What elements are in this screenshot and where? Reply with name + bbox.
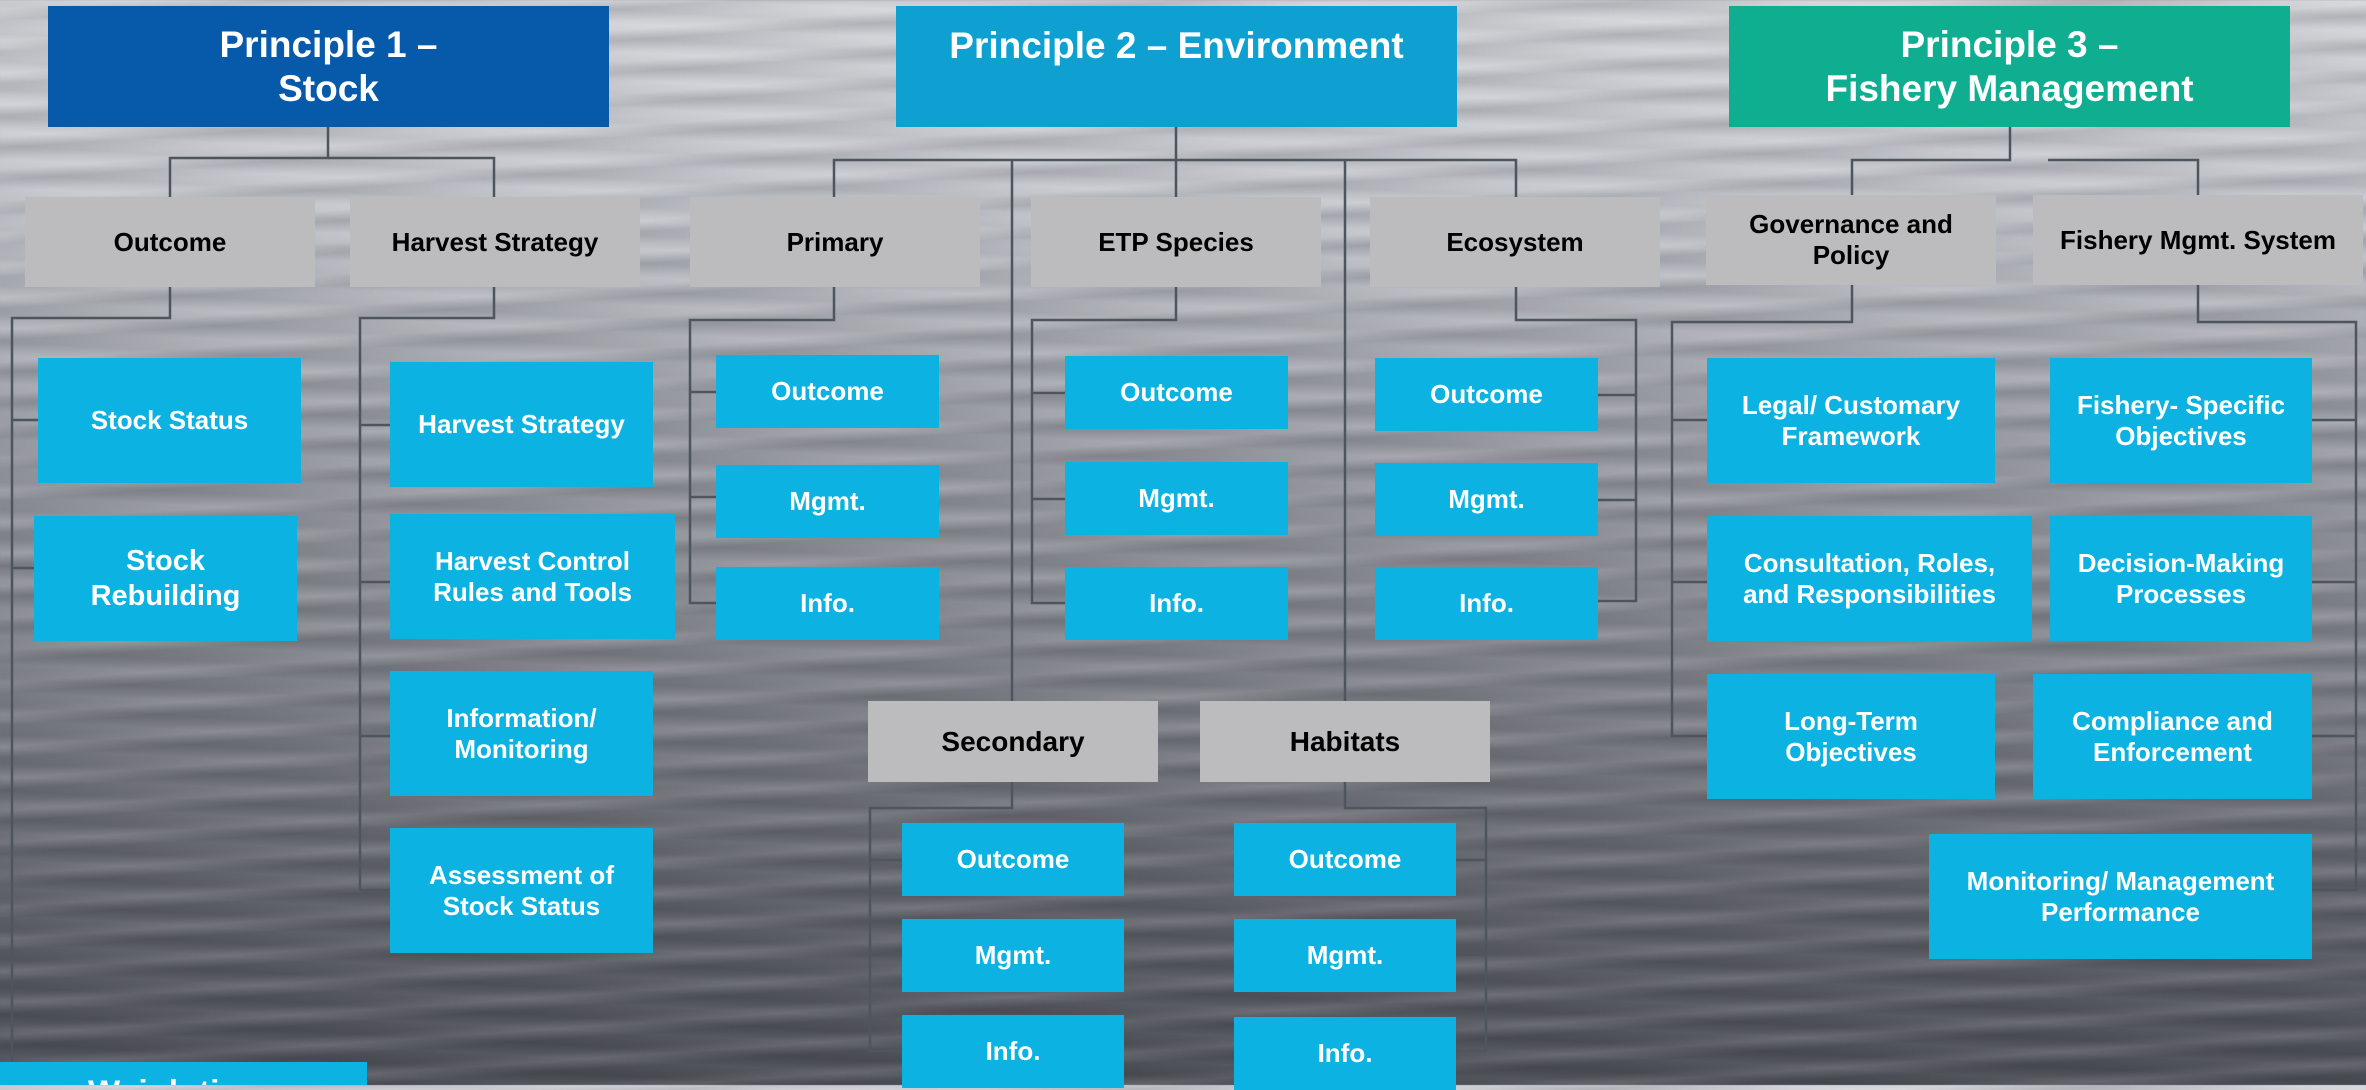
item-primary-mgmt: Mgmt. <box>716 465 939 538</box>
category-label: Harvest Strategy <box>391 226 599 257</box>
principle-1-title: Principle 1 – Stock <box>219 23 438 109</box>
footer-weighting-tab[interactable]: Weigh tin <box>0 1062 367 1085</box>
item-label: Outcome <box>1430 379 1543 410</box>
item-label: Mgmt. <box>789 486 866 517</box>
item-legal-customary-framework: Legal/ Customary Framework <box>1707 358 1995 483</box>
item-label: Harvest Control Rules and Tools <box>433 545 632 607</box>
item-label: Outcome <box>956 844 1070 875</box>
item-label: Assessment of Stock Status <box>429 859 614 921</box>
category-label: Habitats <box>1289 725 1401 757</box>
item-habitats-outcome: Outcome <box>1234 823 1456 896</box>
item-harvest-strategy: Harvest Strategy <box>390 362 653 487</box>
item-secondary-info: Info. <box>902 1015 1124 1088</box>
item-stock-rebuilding: Stock Rebuilding <box>34 516 297 641</box>
item-habitats-mgmt: Mgmt. <box>1234 919 1456 992</box>
item-etp-info: Info. <box>1065 567 1288 640</box>
category-label: Ecosystem <box>1446 226 1584 257</box>
category-outcome: Outcome <box>25 197 315 287</box>
category-label: Secondary <box>941 725 1085 757</box>
category-label: Outcome <box>113 226 227 257</box>
principle-1-header: Principle 1 – Stock <box>48 6 609 127</box>
item-ecosystem-mgmt: Mgmt. <box>1375 463 1598 536</box>
item-etp-mgmt: Mgmt. <box>1065 462 1288 535</box>
category-ecosystem: Ecosystem <box>1370 197 1660 287</box>
item-label: Mgmt. <box>1448 484 1525 515</box>
item-label: Information/ Monitoring <box>446 702 597 764</box>
item-compliance-enforcement: Compliance and Enforcement <box>2033 674 2312 799</box>
item-label: Consultation, Roles, and Responsibilitie… <box>1743 547 1996 609</box>
item-secondary-outcome: Outcome <box>902 823 1124 896</box>
footer-tab-label: Weigh tin <box>88 1076 240 1085</box>
item-information-monitoring: Information/ Monitoring <box>390 671 653 796</box>
item-label: Harvest Strategy <box>418 409 625 440</box>
principle-3-header: Principle 3 – Fishery Management <box>1729 6 2290 127</box>
item-ecosystem-info: Info. <box>1375 567 1598 640</box>
item-stock-status: Stock Status <box>38 358 301 483</box>
item-primary-info: Info. <box>716 567 939 640</box>
category-secondary: Secondary <box>868 701 1158 782</box>
category-governance-and-policy: Governance and Policy <box>1706 195 1996 285</box>
item-label: Outcome <box>1120 377 1233 408</box>
category-label: Primary <box>786 226 884 257</box>
item-label: Mgmt. <box>974 940 1052 971</box>
item-label: Mgmt. <box>1138 483 1215 514</box>
item-label: Outcome <box>771 376 884 407</box>
item-label: Stock Status <box>90 405 249 436</box>
item-label: Info. <box>1317 1038 1373 1069</box>
category-label: Fishery Mgmt. System <box>2060 224 2336 255</box>
item-label: Stock Rebuilding <box>90 545 241 612</box>
item-label: Info. <box>1459 588 1514 619</box>
category-etp-species: ETP Species <box>1031 197 1321 287</box>
item-monitoring-management-performance: Monitoring/ Management Performance <box>1929 834 2312 959</box>
category-habitats: Habitats <box>1200 701 1490 782</box>
item-label: Mgmt. <box>1306 940 1384 971</box>
category-harvest-strategy: Harvest Strategy <box>350 197 640 287</box>
item-consultation-roles: Consultation, Roles, and Responsibilitie… <box>1707 516 2032 641</box>
principle-2-header: Principle 2 – Environment <box>896 6 1457 127</box>
item-label: Monitoring/ Management Performance <box>1966 865 2275 927</box>
item-fishery-specific-objectives: Fishery- Specific Objectives <box>2050 358 2312 483</box>
item-label: Fishery- Specific Objectives <box>2076 389 2286 451</box>
item-long-term-objectives: Long-Term Objectives <box>1707 674 1995 799</box>
item-label: Info. <box>985 1036 1041 1067</box>
item-etp-outcome: Outcome <box>1065 356 1288 429</box>
item-primary-outcome: Outcome <box>716 355 939 428</box>
item-ecosystem-outcome: Outcome <box>1375 358 1598 431</box>
item-label: Info. <box>800 588 855 619</box>
category-primary: Primary <box>690 197 980 287</box>
item-label: Info. <box>1149 588 1204 619</box>
category-label: ETP Species <box>1098 226 1254 257</box>
item-assessment-of-stock-status: Assessment of Stock Status <box>390 828 653 953</box>
principle-2-title: Principle 2 – Environment <box>949 25 1404 66</box>
category-label: Governance and Policy <box>1749 209 1953 270</box>
item-harvest-control-rules: Harvest Control Rules and Tools <box>390 514 675 639</box>
item-decision-making-processes: Decision-Making Processes <box>2050 516 2312 641</box>
category-fishery-mgmt-system: Fishery Mgmt. System <box>2033 195 2363 285</box>
item-label: Long-Term Objectives <box>1784 705 1918 767</box>
item-label: Compliance and Enforcement <box>2072 705 2273 767</box>
item-habitats-info: Info. <box>1234 1017 1456 1090</box>
item-label: Outcome <box>1288 844 1402 875</box>
item-label: Legal/ Customary Framework <box>1741 389 1961 451</box>
principle-3-title: Principle 3 – Fishery Management <box>1825 23 2194 109</box>
item-label: Decision-Making Processes <box>2077 547 2285 609</box>
item-secondary-mgmt: Mgmt. <box>902 919 1124 992</box>
